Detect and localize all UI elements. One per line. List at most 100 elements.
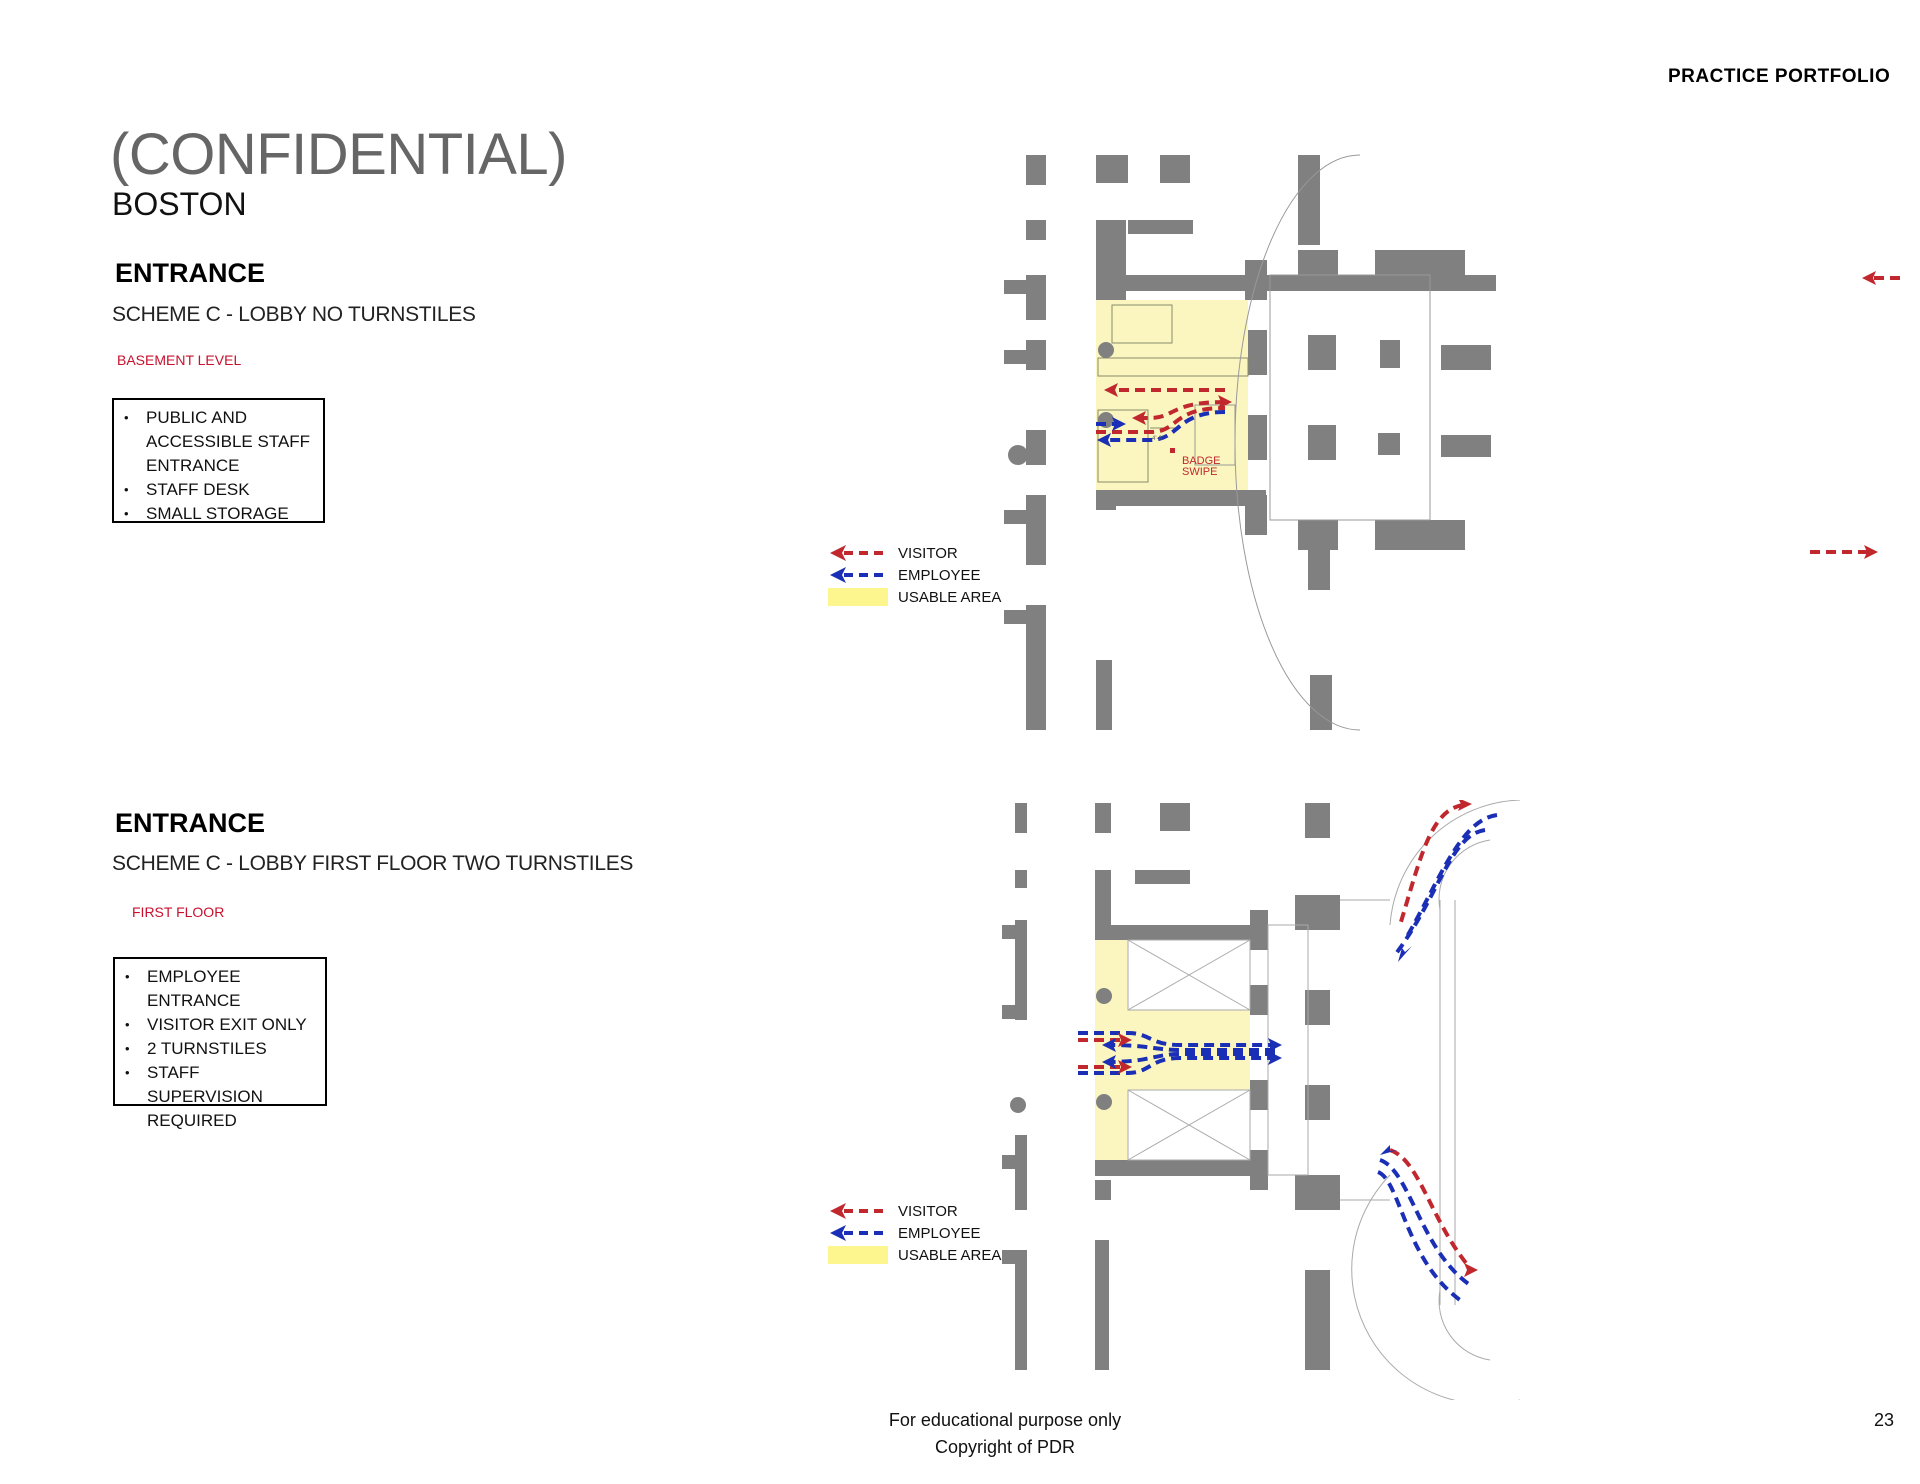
footer-line-2: Copyright of PDR [934, 1437, 1076, 1457]
wall [1160, 803, 1190, 831]
employee-path [1105, 410, 1226, 442]
wall [1250, 985, 1268, 1015]
storage [1097, 409, 1149, 483]
legend-item-visitor: VISITOR [828, 542, 1001, 564]
footer-disclaimer: For educational purpose only Copyright o… [860, 1407, 1150, 1461]
visitor-arrow-icon [830, 1203, 888, 1219]
employee-path [1107, 1043, 1275, 1052]
column [1010, 1097, 1026, 1113]
employee-path [1107, 1052, 1275, 1064]
section-2-heading: ENTRANCE [115, 808, 266, 838]
legend-item-employee: EMPLOYEE [828, 1222, 1001, 1244]
wall [1375, 520, 1465, 550]
employee-arrowhead [1112, 417, 1126, 431]
employee-arrowhead [1097, 433, 1111, 447]
visitor-path [1140, 400, 1226, 420]
visitor-path [1096, 406, 1226, 434]
wall [1295, 1175, 1340, 1210]
wall [1096, 290, 1110, 300]
employee-arrowhead [1102, 1038, 1116, 1052]
wall [1015, 870, 1027, 888]
legend-label: EMPLOYEE [898, 1224, 981, 1242]
employee-arrow-icon [830, 567, 888, 583]
wall [1441, 435, 1491, 457]
wall [1026, 155, 1046, 185]
wall [1015, 1135, 1027, 1210]
employee-path [1377, 1170, 1462, 1302]
visitor-arrowhead [1862, 271, 1876, 285]
section-2-level: FIRST FLOOR [132, 904, 225, 920]
wall [1250, 1150, 1268, 1190]
legend-label: USABLE AREA [898, 1246, 1002, 1264]
badge-swipe-label-1: BADGE [1182, 455, 1221, 467]
section-1-scheme: SCHEME C - LOBBY NO TURNSTILES [112, 303, 476, 326]
wall [1128, 220, 1193, 234]
usable-area-swatch [828, 588, 888, 606]
page-subtitle-city: BOSTON [112, 186, 247, 222]
wall [1250, 1080, 1268, 1110]
page-title: (CONFIDENTIAL) [110, 122, 568, 187]
visitor-arrowhead [1118, 1033, 1132, 1047]
employee-arrowhead [1268, 1038, 1282, 1052]
wall [1441, 345, 1491, 370]
stair-curve-south [1351, 1174, 1520, 1400]
legend-label: USABLE AREA [898, 588, 1002, 606]
wall [1015, 803, 1027, 833]
column [1008, 445, 1028, 465]
section-1-heading: ENTRANCE [115, 258, 266, 288]
wall [1002, 1250, 1027, 1264]
wall [1250, 910, 1268, 950]
wall [1295, 895, 1340, 930]
wall [1095, 1160, 1255, 1176]
wall [1002, 925, 1027, 939]
column [1098, 342, 1114, 358]
badge-swipe-label-2: SWIPE [1182, 466, 1217, 478]
dimension-label: 4'-6" [1152, 436, 1164, 442]
wall [1096, 155, 1128, 183]
staff-desk [1097, 357, 1249, 377]
column [1378, 433, 1400, 455]
visitor-path [1398, 803, 1464, 926]
wall [1002, 1155, 1027, 1169]
wall [1004, 510, 1046, 524]
employee-path [1078, 1056, 1275, 1075]
wall [1135, 870, 1190, 884]
section-1-level: BASEMENT LEVEL [117, 352, 242, 368]
note-item: SMALL STORAGE [124, 502, 313, 526]
wall [1305, 803, 1330, 838]
visitor-arrowhead [1864, 545, 1878, 559]
stair-curve-north [1389, 800, 1521, 926]
legend-label: VISITOR [898, 1202, 958, 1220]
note-item: VISITOR EXIT ONLY [125, 1013, 315, 1037]
note-item: 2 TURNSTILES [125, 1037, 315, 1061]
visitor-arrowhead [1118, 1060, 1132, 1074]
employee-path [1078, 1031, 1275, 1047]
wall [1095, 1240, 1109, 1370]
column [1305, 990, 1330, 1025]
employee-arrowhead [1102, 1055, 1116, 1069]
legend-item-usable-area: USABLE AREA [828, 586, 1001, 608]
column [1308, 425, 1336, 460]
usable-area-swatch [828, 1246, 888, 1264]
employee-arrowhead [1268, 1051, 1282, 1065]
section-2-scheme: SCHEME C - LOBBY FIRST FLOOR TWO TURNSTI… [112, 852, 634, 875]
wall [1096, 490, 1116, 510]
legend-item-visitor: VISITOR [828, 1200, 1001, 1222]
employee-arrow-icon [830, 1225, 888, 1241]
legend-2: VISITOR EMPLOYEE USABLE AREA [828, 1200, 1001, 1266]
note-item: PUBLIC AND ACCESSIBLE STAFF ENTRANCE [124, 406, 313, 478]
wall [1015, 920, 1027, 1020]
legend-label: EMPLOYEE [898, 566, 981, 584]
employee-arrowhead [1380, 1145, 1398, 1155]
employee-path [1393, 828, 1486, 957]
legend-item-usable-area: USABLE AREA [828, 1244, 1001, 1266]
wall [1305, 1270, 1330, 1370]
employee-arrowhead [1398, 946, 1412, 962]
column [1305, 1085, 1330, 1120]
badge-swipe-marker [1170, 448, 1175, 453]
note-item: STAFF DESK [124, 478, 313, 502]
visitor-arrowhead [1458, 800, 1472, 811]
wall [1096, 660, 1112, 730]
wall [1095, 1180, 1111, 1200]
wall [1298, 520, 1338, 550]
